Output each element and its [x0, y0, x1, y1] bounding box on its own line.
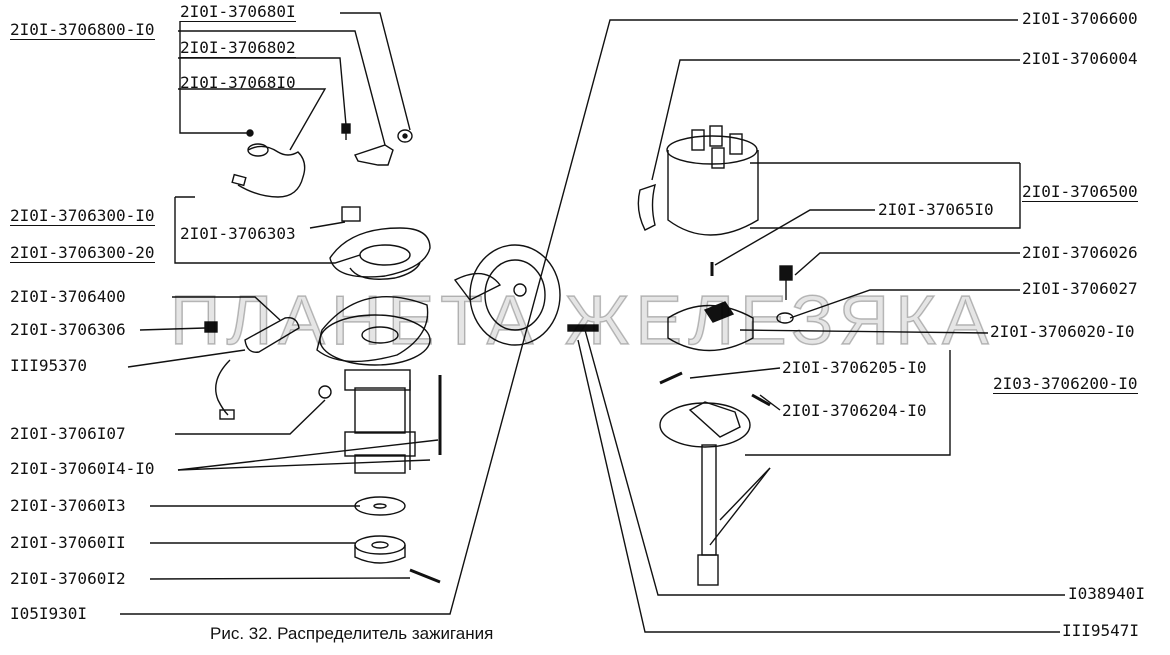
leader-lines-right — [577, 59, 1065, 633]
label-2101-3706500: 2I0I-3706500 — [1022, 182, 1138, 202]
lower-left-parts — [354, 496, 441, 584]
label-1195370: III95370 — [10, 356, 88, 375]
right-parts — [637, 125, 794, 586]
label-2101-3706510: 2I0I-37065I0 — [878, 200, 994, 219]
vacuum-regulator — [453, 244, 599, 346]
breaker-plate — [329, 206, 431, 280]
label-2101-3706801: 2I0I-370680I — [180, 2, 296, 22]
label-1038940: I038940I — [1068, 584, 1146, 603]
label-2101-3706107: 2I0I-3706I07 — [10, 424, 126, 443]
label-2101-3706600: 2I0I-3706600 — [1022, 9, 1138, 28]
label-2101-3706306: 2I0I-3706306 — [10, 320, 126, 339]
label-2101-3706300-20: 2I0I-3706300-20 — [10, 243, 155, 263]
label-2101-3706027: 2I0I-3706027 — [1022, 279, 1138, 298]
figure-caption: Рис. 32. Распределитель зажигания — [210, 624, 494, 643]
label-2101-3706014-10: 2I0I-37060I4-I0 — [10, 459, 155, 478]
label-2101-3706004: 2I0I-3706004 — [1022, 49, 1138, 68]
leader-lines-left — [120, 12, 1018, 615]
label-2101-3706204-10: 2I0I-3706204-I0 — [782, 401, 927, 420]
label-2101-3706800-10: 2I0I-3706800-I0 — [10, 20, 155, 40]
label-2101-3706810: 2I0I-37068I0 — [180, 73, 296, 92]
label-2101-3706303: 2I0I-3706303 — [180, 224, 296, 243]
label-2101-3706300-10: 2I0I-3706300-I0 — [10, 206, 155, 226]
label-2101-3706400: 2I0I-3706400 — [10, 287, 126, 306]
distributor-housing — [204, 295, 442, 474]
label-2101-3706012: 2I0I-37060I2 — [10, 569, 126, 588]
label-2101-3706011: 2I0I-37060II — [10, 533, 126, 552]
label-2101-3706802: 2I0I-3706802 — [180, 38, 296, 58]
label-1119547: III9547I — [1062, 621, 1140, 640]
label-1051930: I05I930I — [10, 604, 88, 623]
label-2101-3706020-10: 2I0I-3706020-I0 — [990, 322, 1135, 341]
label-2101-3706013: 2I0I-37060I3 — [10, 496, 126, 515]
label-2101-3706205-10: 2I0I-3706205-I0 — [782, 358, 927, 377]
upper-left-parts — [231, 123, 413, 198]
label-2101-3706026: 2I0I-3706026 — [1022, 243, 1138, 262]
label-2103-3706200-10: 2I03-3706200-I0 — [993, 374, 1138, 394]
